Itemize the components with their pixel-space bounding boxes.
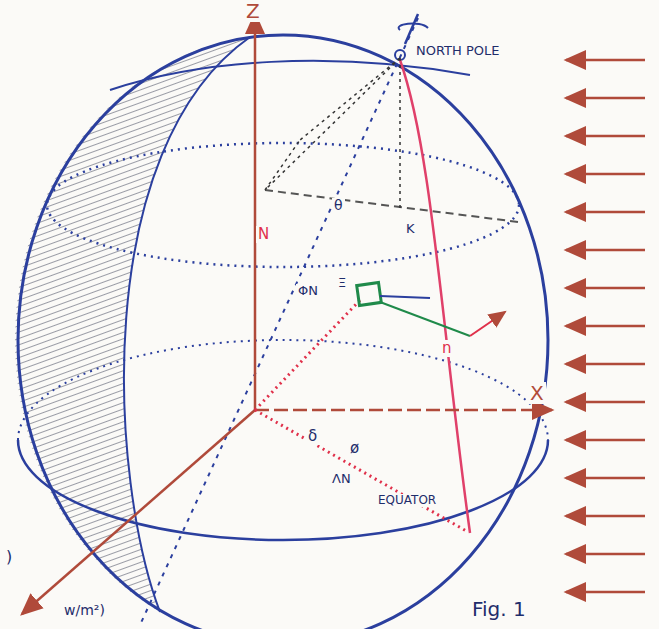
drawing-stroke [399,24,428,30]
drawing-stroke [566,249,645,252]
drawing-stroke [380,296,430,298]
drawing-stroke [566,515,645,518]
figure-caption: Fig. 1 [470,598,528,620]
drawing-stroke [255,409,552,412]
drawing-stroke [566,287,645,290]
drawing-stroke [15,37,250,612]
axis-label: Z [244,0,262,22]
drawing-stroke [22,410,255,614]
drawing-stroke [566,477,645,480]
sun-rays [566,60,645,592]
drawing-stroke [380,302,470,336]
drawing-stroke [566,325,645,328]
angle-symbol: Ξ [336,276,348,290]
angle-symbol: θ [332,198,345,213]
drawing-stroke [255,410,468,532]
angle-symbol: K [404,222,417,236]
drawing-stroke [255,298,362,410]
vector-label: n [440,340,454,357]
drawing-stroke [566,591,645,594]
unit-text: ) [4,548,14,566]
drawing-stroke [566,97,645,100]
drawing-stroke [566,363,645,366]
pole-label: NORTH POLE [414,44,501,58]
unit-text: w/m²) [62,603,107,618]
angle-symbol: ΦN [296,284,320,298]
drawing-stroke [265,140,300,190]
drawing-stroke [265,58,400,190]
drawing-stroke [254,14,257,410]
drawing-stroke [300,58,400,140]
angle-symbol: ø [348,440,361,457]
angle-symbol: ΛN [330,472,353,486]
drawing-stroke [18,35,548,629]
drawing-stroke [566,553,645,556]
drawing-stroke [566,173,645,176]
drawing-stroke [357,283,382,306]
drawing-stroke [405,14,418,44]
drawing-stroke [470,312,505,336]
drawing-stroke [399,58,401,210]
axis-label: X [528,382,546,404]
drawing-stroke [566,135,645,138]
drawing-stroke [566,59,645,62]
drawing-stroke [566,211,645,214]
angle-symbol: δ [306,428,319,445]
drawing-stroke [110,61,470,90]
equator-label: EQUATOR [376,494,438,507]
drawing-stroke [140,18,418,625]
vector-label: N [256,226,271,243]
drawing-stroke [47,143,519,267]
drawing-stroke [265,190,518,222]
drawing-stroke [566,439,645,442]
drawing-stroke [566,401,645,404]
